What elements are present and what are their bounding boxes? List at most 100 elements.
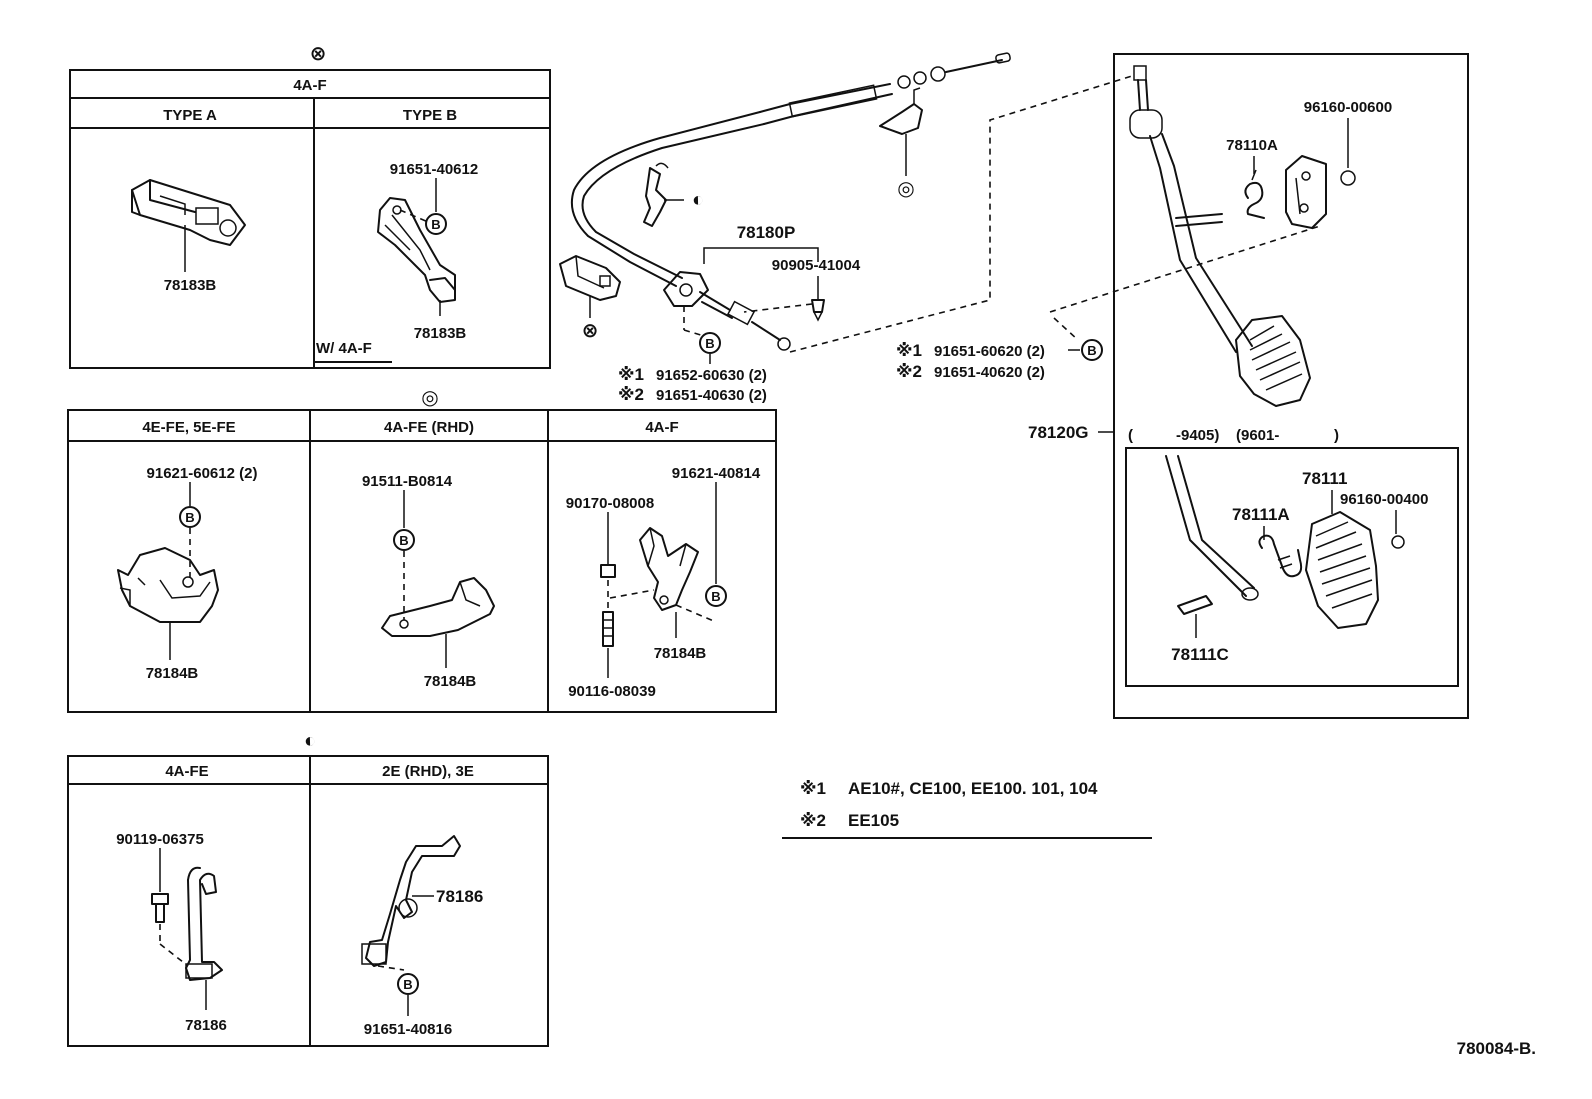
bush-icon [1391,535,1405,549]
clip-icon [811,299,825,322]
leader-dashed [1053,317,1079,341]
range-close: ) [1334,427,1339,444]
c2-bolt-number: 91511-B0814 [362,473,453,490]
bolt-mark-icon: B [397,973,419,995]
link-rod-c1-drawing [185,866,223,981]
pad-drawing [1305,511,1379,629]
nut-icon [600,564,616,578]
bracket-type-b-drawing [377,197,456,303]
col-header-4e-5e: 4E-FE, 5E-FE [142,419,235,436]
leader-dashed [1049,225,1321,313]
pedal-assembly-number: 78120G [1028,423,1089,442]
type-b-header: TYPE B [403,107,457,124]
cross-symbol: ⊗ [582,320,599,342]
panel-title: 4A-F [293,77,326,94]
pedal-spring-drawing [1244,169,1265,219]
c1-bolt-number: 91621-60612 (2) [147,465,258,482]
panel-frame [69,69,551,369]
double-circle-symbol: ◎ [897,178,914,200]
pad-arm-drawing [1165,455,1259,601]
pad-bush-number: 96160-00400 [1340,491,1428,508]
col-header-2e-3e: 2E (RHD), 3E [382,763,474,780]
bolt-icon [151,893,169,923]
note2-text: EE105 [848,811,899,830]
leader-dashed [789,75,1133,353]
bolt-mark-icon: B [705,585,727,607]
type-b-bolt-number: 91651-40612 [390,161,478,178]
cable-bolt-mark2: ※2 [618,385,644,404]
c2-part-number: 78184B [424,673,477,690]
pedal-bracket-drawing [1285,155,1327,229]
applicability-notes: ※1 AE10#, CE100, EE100. 101, 104 ※2 EE10… [782,779,1152,839]
bolt-mark-icon: B [699,332,721,354]
c3-part-number: 78184B [654,645,707,662]
bolt-mark-icon: B [179,506,201,528]
pedal-bush-number: 96160-00600 [1304,99,1392,116]
c3-bolt-number: 91621-40814 [672,465,761,482]
pedal-spring-number: 78110A [1226,137,1278,154]
pedal-bolt-mark2: ※2 [896,362,922,381]
svg-text:B: B [1087,343,1096,358]
bolt-mark-icon: B [1081,339,1103,361]
cable-bolt-s1: 91652-60630 (2) [656,367,767,384]
bolt-mark-icon: B [425,213,447,235]
pad-spring-drawing [1258,534,1303,578]
panel-4af-type: ⊗ 4A-F TYPE A TYPE B 78183B [69,43,551,369]
cable-assembly: ◎ ◐ ⊗ B [559,52,1011,404]
cable-link-drawing [643,162,669,227]
pedal-assembly: 78110A 96160-00600 ※1 91651-60620 (2) ※2… [896,53,1469,719]
half-circle-symbol: ◐ [304,730,316,752]
pad-pin-number: 78111C [1171,645,1229,664]
cable-bolt-s2: 91651-40630 (2) [656,387,767,404]
cable-adjuster-drawing [663,271,791,351]
cable-assembly-number: 78180P [737,223,796,242]
link-rod-c2-drawing [361,835,461,967]
c1-part-number: 78186 [185,1017,227,1034]
range-open: ( [1128,427,1133,444]
type-b-part-number: 78183B [414,325,467,342]
stud-icon [602,611,614,647]
svg-text:B: B [711,589,720,604]
cable-clip-number: 90905-41004 [772,257,861,274]
svg-text:B: B [431,217,440,232]
pedal-frame [1113,53,1469,719]
diagram-reference-code: 780084-B. [1457,1039,1536,1058]
bush-icon [1340,170,1356,186]
col-header-4af: 4A-F [645,419,678,436]
range-second: (9601- [1236,427,1279,444]
pedal-bolt-s2: 91651-40620 (2) [934,364,1045,381]
bracket-c2-drawing [381,577,495,637]
c3-nut-number: 90170-08008 [566,495,654,512]
pedal-arm-drawing [1129,65,1311,407]
pad-spring-number: 78111A [1232,505,1290,524]
c3-stud-number: 90116-08039 [568,683,656,700]
c1-part-number: 78184B [146,665,199,682]
type-a-header: TYPE A [163,107,217,124]
cross-symbol: ⊗ [310,43,327,65]
note1-mark: ※1 [800,779,826,798]
svg-text:B: B [705,336,714,351]
note2-mark: ※2 [800,811,826,830]
bracket-type-a-drawing [131,179,246,246]
pedal-bolt-s1: 91651-60620 (2) [934,343,1045,360]
note1-text: AE10#, CE100, EE100. 101, 104 [848,779,1098,798]
bracket-c3-drawing [639,527,699,611]
c2-part-number: 78186 [436,887,483,906]
svg-text:B: B [185,510,194,525]
panel-bracket: ◎ 4E-FE, 5E-FE 4A-FE (RHD) 4A-F 91621-60… [67,387,777,713]
bracket-c1-drawing [117,547,219,623]
half-circle-symbol: ◐ [692,189,704,211]
pad-subframe [1125,447,1459,687]
panel-frame [67,755,549,1047]
type-b-note: W/ 4A-F [316,340,372,357]
svg-text:B: B [399,533,408,548]
bolt-mark-icon: B [393,529,415,551]
type-a-part-number: 78183B [164,277,217,294]
cable-clamp-drawing [559,255,621,301]
cable-bracket-drawing [879,87,923,135]
panel-link: ◐ 4A-FE 2E (RHD), 3E 90119-06375 78186 7… [67,730,549,1047]
c2-bolt-number: 91651-40816 [364,1021,452,1038]
c1-bolt-number: 90119-06375 [116,831,204,848]
range-first: -9405) [1176,427,1219,444]
